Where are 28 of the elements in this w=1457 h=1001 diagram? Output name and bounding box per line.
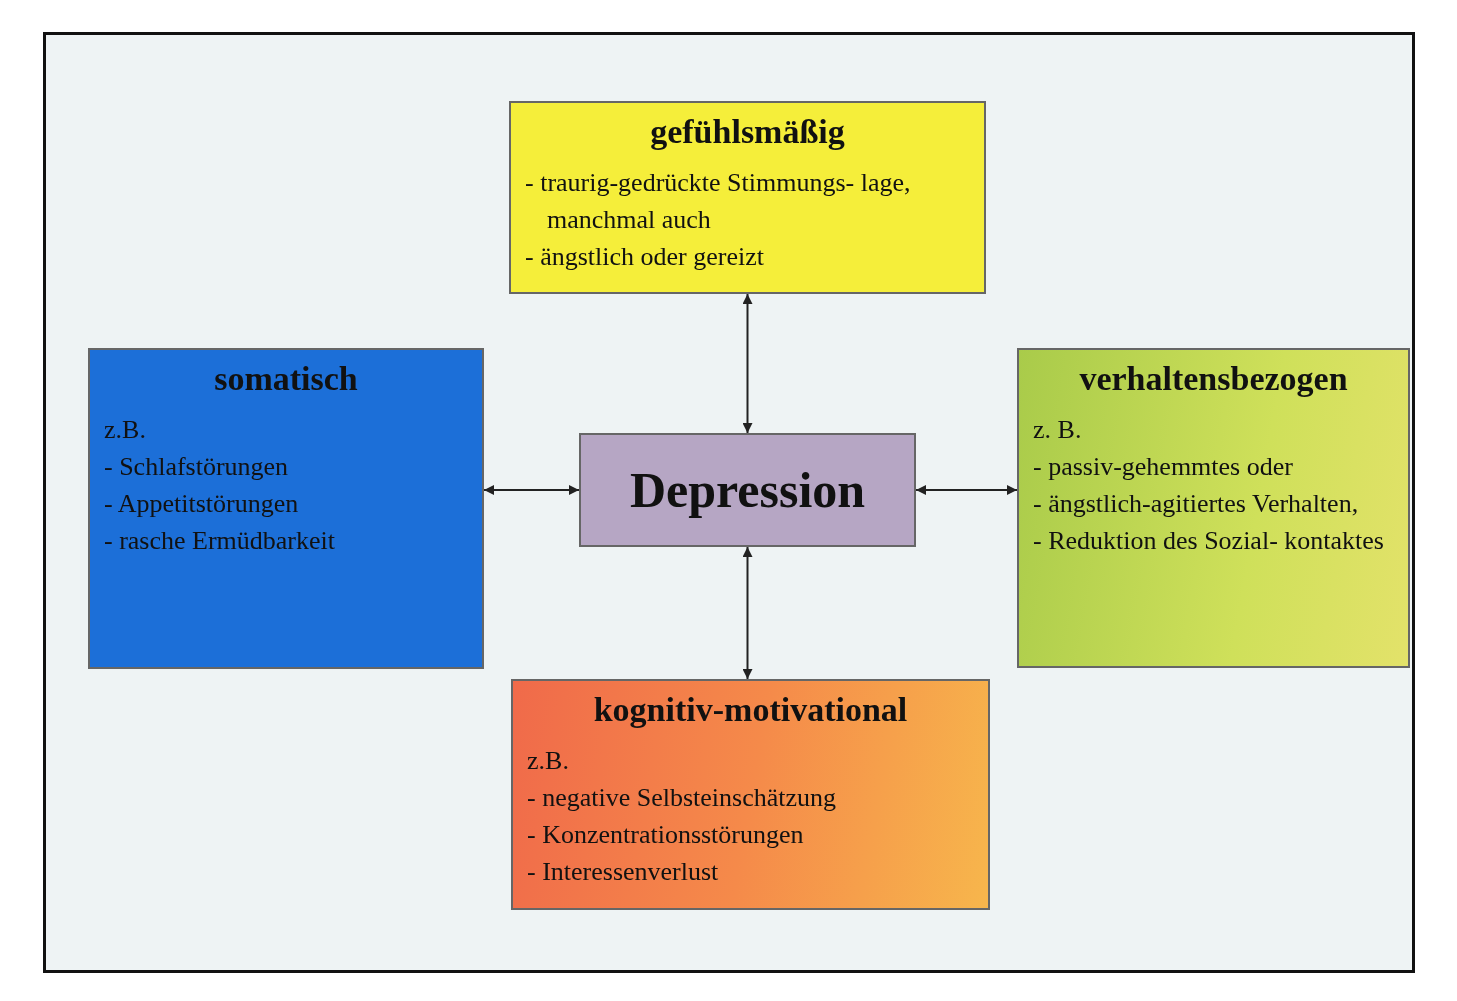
list-item: - ängstlich oder gereizt	[525, 240, 765, 273]
list-item: - passiv-gehemmtes oder	[1033, 450, 1294, 483]
arrow	[742, 546, 753, 680]
category-box	[1017, 348, 1410, 668]
list-item: z.B.	[104, 414, 147, 446]
category-box	[88, 348, 484, 669]
box-heading: gefühlsmäßig	[649, 113, 846, 151]
box-heading: kognitiv-motivational	[592, 691, 909, 729]
arrow	[742, 293, 753, 434]
list-item: z. B.	[1033, 414, 1083, 446]
arrow	[483, 485, 580, 495]
list-item: - Reduktion des Sozial- kontaktes	[1033, 524, 1385, 557]
list-item: - Schlafstörungen	[104, 450, 290, 483]
list-item: z.B.	[527, 745, 570, 777]
box-heading: verhaltensbezogen	[1078, 360, 1349, 398]
list-item: - ängstlich-agitiertes Verhalten,	[1033, 487, 1360, 520]
box-heading: somatisch	[213, 360, 359, 398]
center-title: Depression	[629, 461, 866, 519]
list-item: - Konzentrationsstörungen	[527, 818, 805, 851]
arrow	[915, 485, 1018, 495]
list-item: - rasche Ermüdbarkeit	[104, 524, 336, 557]
category-box	[509, 101, 986, 294]
center-box	[579, 433, 916, 547]
list-item: - traurig-gedrückte Stimmungs- lage, manchmal auch	[525, 167, 912, 236]
list-item: - Appetitstörungen	[104, 487, 300, 520]
list-item: - negative Selbsteinschätzung	[527, 781, 838, 814]
category-box	[511, 679, 990, 910]
list-item: - Interessenverlust	[527, 855, 720, 888]
